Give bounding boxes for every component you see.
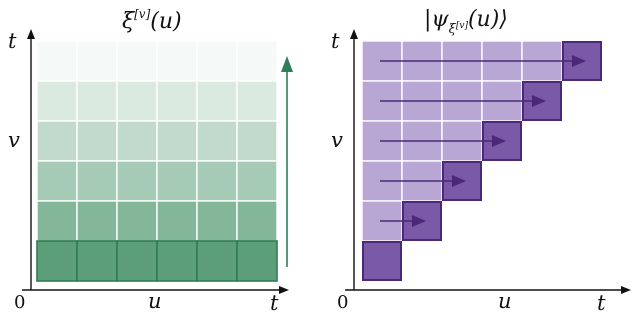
left-grid-cell-r4-c1 [76, 200, 118, 242]
right-arrow-head-1 [532, 95, 546, 107]
right-title-open: |ψ [424, 7, 449, 32]
right-y-mid-label: v [331, 128, 343, 152]
right-title: |ψξ[v](u)⟩ [424, 7, 508, 37]
left-grid-cell-r2-c0 [36, 120, 78, 162]
left-grid-cell-r2-c4 [196, 120, 238, 162]
left-grid-cell-r5-c5 [236, 240, 278, 282]
left-title-base: ξ [122, 9, 136, 34]
right-y-top-label: t [331, 29, 340, 53]
left-grid-cell-r3-c2 [116, 160, 158, 202]
left-grid-cell-r0-c2 [116, 40, 158, 82]
left-y-mid-label: v [8, 128, 20, 152]
left-grid-cell-r2-c5 [236, 120, 278, 162]
left-grid-cell-r0-c4 [196, 40, 238, 82]
left-grid-cell-r3-c0 [36, 160, 78, 202]
left-grid-cell-r3-c3 [156, 160, 198, 202]
left-grid-cell-r0-c5 [236, 40, 278, 82]
left-grid-cell-r4-c0 [36, 200, 78, 242]
left-grid-cell-r1-c2 [116, 80, 158, 122]
left-grid-cell-r4-c2 [116, 200, 158, 242]
right-arrow-head-4 [412, 215, 426, 227]
left-title-sup: [v] [134, 7, 150, 21]
right-x-end-label: t [597, 291, 606, 315]
left-grid-cell-r0-c1 [76, 40, 118, 82]
right-title-sub-sup: [v] [456, 21, 469, 31]
left-grid-cell-r1-c4 [196, 80, 238, 122]
left-grid-cell-r0-c3 [156, 40, 198, 82]
left-vertical-arrow [281, 56, 293, 267]
right-arrow-head-2 [492, 135, 506, 147]
left-grid-cell-r5-c1 [76, 240, 118, 282]
left-grid-cell-r4-c5 [236, 200, 278, 242]
left-grid-cell-r1-c5 [236, 80, 278, 122]
right-arrow-head-3 [452, 175, 466, 187]
left-grid-cell-r4-c4 [196, 200, 238, 242]
left-grid-cell-r3-c5 [236, 160, 278, 202]
left-grid-cell-r3-c4 [196, 160, 238, 202]
left-grid-cell-r1-c0 [36, 80, 78, 122]
left-title-arg: (u) [150, 9, 181, 34]
right-arrow-head-0 [572, 55, 586, 67]
left-grid-cell-r4-c3 [156, 200, 198, 242]
right-arrows [380, 55, 586, 227]
left-grid-cell-r1-c1 [76, 80, 118, 122]
left-x-end-label: t [270, 291, 279, 315]
right-dark-cell-r5 [362, 241, 402, 281]
left-panel: ξ[v](u) t v u t 0 [8, 7, 293, 315]
left-grid-cell-r5-c0 [36, 240, 78, 282]
left-title: ξ[v](u) [122, 7, 182, 34]
left-origin-label: 0 [14, 292, 25, 313]
left-grid-cell-r5-c2 [116, 240, 158, 282]
left-grid [36, 40, 278, 282]
left-grid-cell-r5-c4 [196, 240, 238, 282]
left-y-top-label: t [8, 29, 17, 53]
right-grid [361, 40, 602, 281]
left-grid-cell-r0-c0 [36, 40, 78, 82]
left-grid-cell-r2-c1 [76, 120, 118, 162]
left-grid-cell-r3-c1 [76, 160, 118, 202]
left-grid-cell-r1-c3 [156, 80, 198, 122]
left-grid-cell-r2-c2 [116, 120, 158, 162]
right-title-arg: (u)⟩ [468, 7, 508, 32]
right-title-sub-base: ξ [449, 22, 457, 37]
left-grid-cell-r5-c3 [156, 240, 198, 282]
left-arrow-head [281, 56, 293, 72]
left-grid-cell-r2-c3 [156, 120, 198, 162]
right-x-mid-label: u [498, 289, 512, 313]
left-x-mid-label: u [148, 289, 162, 313]
right-origin-label: 0 [337, 292, 348, 313]
right-panel: |ψξ[v](u)⟩ t v u t 0 [331, 7, 631, 315]
